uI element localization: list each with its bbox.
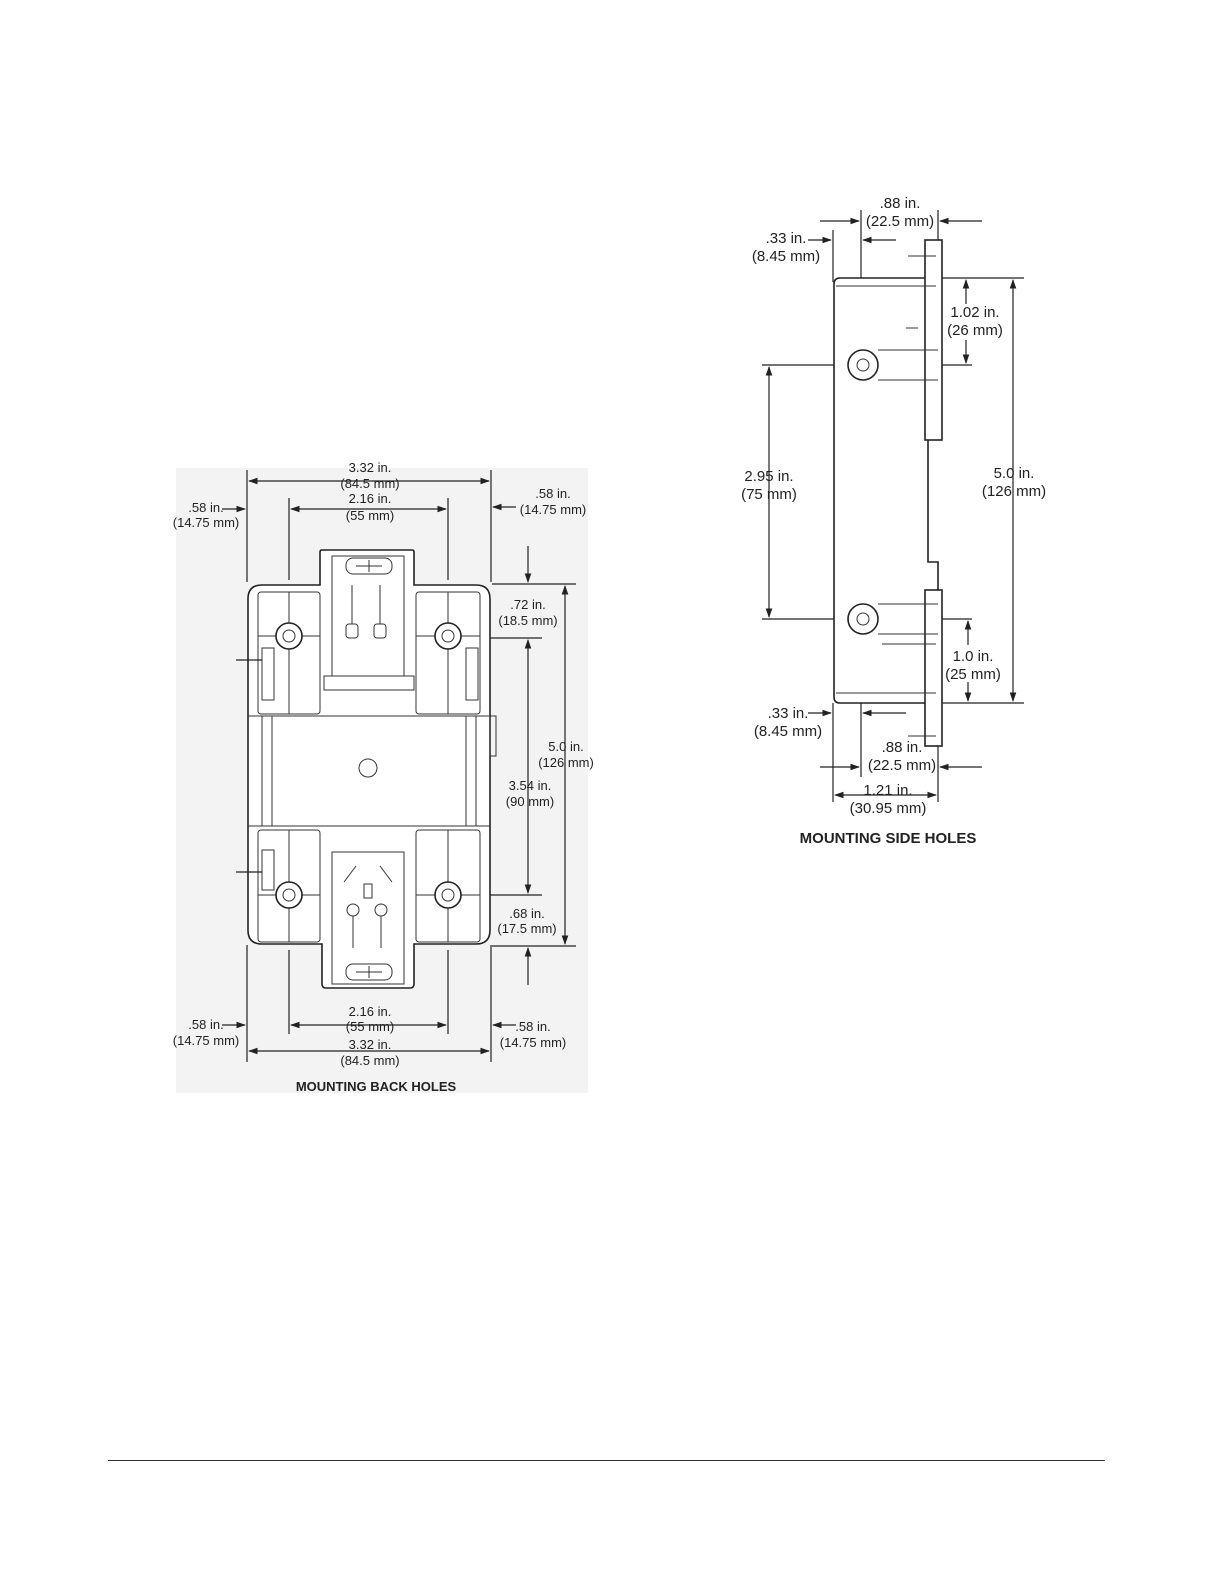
side-overall-in: 1.21 in. (863, 782, 912, 799)
back-bot-hole-in: 2.16 in. (349, 1004, 392, 1019)
side-bot-hole-in: 1.0 in. (953, 648, 994, 665)
side-caption: MOUNTING SIDE HOLES (800, 830, 977, 847)
side-hole-top (847, 349, 879, 381)
back-bot-left-mm: (14.75 mm) (173, 1033, 239, 1048)
side-top-depth-mm: (22.5 mm) (866, 213, 934, 230)
back-upper-in: .72 in. (510, 597, 545, 612)
back-top-left-in: .58 in. (188, 500, 223, 515)
side-height-mm: (126 mm) (982, 483, 1046, 500)
back-hole-top-right (434, 622, 462, 650)
side-top-depth-in: .88 in. (880, 195, 921, 212)
back-height-in: 5.0 in. (548, 739, 583, 754)
back-height-mm: (126 mm) (538, 755, 594, 770)
side-top-offset-mm: (8.45 mm) (752, 248, 820, 265)
back-top-right-mm: (14.75 mm) (520, 502, 586, 517)
footer-rule (108, 1460, 1105, 1461)
back-bot-hole-mm: (55 mm) (346, 1019, 394, 1034)
side-height-in: 5.0 in. (994, 465, 1035, 482)
side-bot-depth-mm: (22.5 mm) (868, 757, 936, 774)
side-hole-span-mm: (75 mm) (741, 486, 797, 503)
back-top-overall-in: 3.32 in. (349, 460, 392, 475)
back-top-right-in: .58 in. (535, 486, 570, 501)
back-view-drawing (176, 468, 588, 1093)
side-overall-mm: (30.95 mm) (850, 800, 927, 817)
side-view-drawing (762, 210, 1024, 802)
back-bot-right-in: .58 in. (515, 1019, 550, 1034)
back-top-hole-mm: (55 mm) (346, 508, 394, 523)
back-hole-bottom-right (434, 881, 462, 909)
back-upper-mm: (18.5 mm) (498, 613, 557, 628)
back-hole-span-mm: (90 mm) (506, 794, 554, 809)
back-top-left-mm: (14.75 mm) (173, 515, 239, 530)
back-device-body (247, 549, 491, 989)
back-bot-left-in: .58 in. (188, 1017, 223, 1032)
side-bot-offset-in: .33 in. (768, 705, 809, 722)
back-lower-mm: (17.5 mm) (497, 921, 556, 936)
center-hole (358, 758, 378, 778)
side-top-hole-mm: (26 mm) (947, 322, 1003, 339)
back-caption: MOUNTING BACK HOLES (296, 1079, 457, 1094)
side-hole-span-in: 2.95 in. (744, 468, 793, 485)
back-bot-overall-in: 3.32 in. (349, 1037, 392, 1052)
back-bot-right-mm: (14.75 mm) (500, 1035, 566, 1050)
side-bot-depth-in: .88 in. (882, 739, 923, 756)
back-lower-in: .68 in. (509, 906, 544, 921)
back-bot-overall-mm: (84.5 mm) (340, 1053, 399, 1068)
side-hole-bottom (847, 603, 879, 635)
back-top-hole-in: 2.16 in. (349, 491, 392, 506)
back-hole-top-left (275, 622, 303, 650)
side-bot-hole-mm: (25 mm) (945, 666, 1001, 683)
side-bot-offset-mm: (8.45 mm) (754, 723, 822, 740)
side-device-body (833, 277, 939, 704)
back-top-overall-mm: (84.5 mm) (340, 476, 399, 491)
back-hole-bottom-left (275, 881, 303, 909)
back-hole-span-in: 3.54 in. (509, 778, 552, 793)
side-top-hole-in: 1.02 in. (950, 304, 999, 321)
side-top-offset-in: .33 in. (766, 230, 807, 247)
